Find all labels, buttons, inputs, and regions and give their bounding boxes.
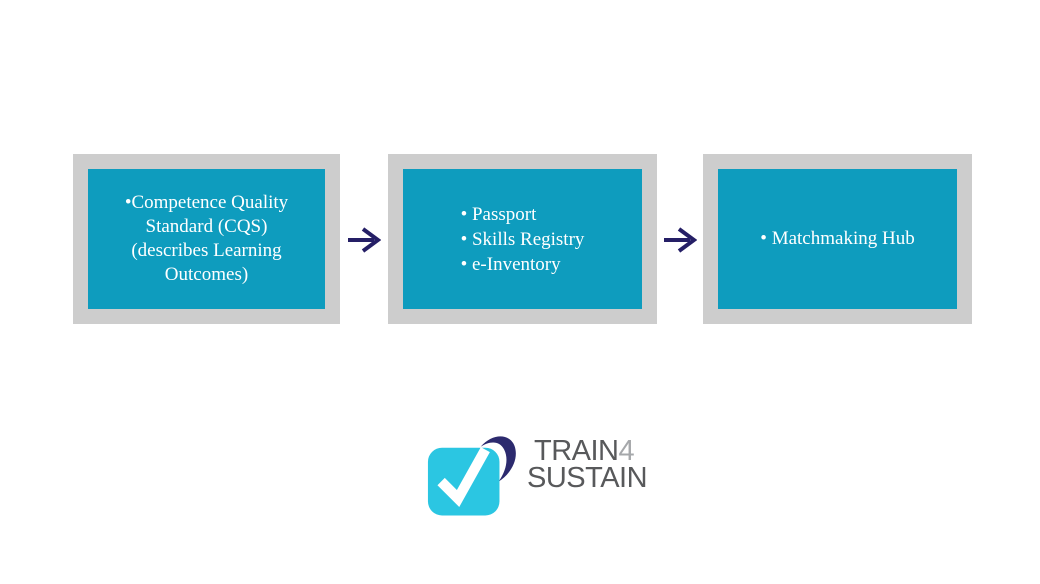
logo-digit-4: 4 xyxy=(618,435,635,467)
right-arrow-icon xyxy=(347,226,381,254)
list-item: • Matchmaking Hub xyxy=(760,228,915,249)
list-item: • e-Inventory xyxy=(460,253,561,275)
train4sustain-logo: TRAIN4 SUSTAIN xyxy=(427,431,648,519)
list-item: • Skills Registry xyxy=(460,228,585,250)
logo-wordmark: TRAIN4 SUSTAIN xyxy=(527,435,648,494)
right-arrow-icon xyxy=(663,226,697,254)
text-line: •Competence Quality xyxy=(124,192,289,213)
process-step-1-text: •Competence Quality Standard (CQS) (desc… xyxy=(125,191,288,287)
logo-line-train4: TRAIN4 xyxy=(534,435,635,467)
text-line: Outcomes) xyxy=(164,264,249,285)
process-step-1-box: •Competence Quality Standard (CQS) (desc… xyxy=(88,169,325,309)
list-item: • Passport xyxy=(460,203,537,225)
text-line: Standard (CQS) xyxy=(145,216,268,237)
process-step-3-frame: • Matchmaking Hub xyxy=(703,154,972,324)
process-step-2-box: • Passport • Skills Registry • e-Invento… xyxy=(403,169,642,309)
logo-line-sustain: SUSTAIN xyxy=(527,462,648,494)
process-step-2-frame: • Passport • Skills Registry • e-Invento… xyxy=(388,154,657,324)
process-step-2-text: • Passport • Skills Registry • e-Invento… xyxy=(461,202,585,277)
process-step-3-box: • Matchmaking Hub xyxy=(718,169,957,309)
checkmark-icon xyxy=(427,431,523,519)
process-step-3-text: • Matchmaking Hub xyxy=(760,227,914,251)
text-line: (describes Learning xyxy=(131,240,282,261)
process-step-1-frame: •Competence Quality Standard (CQS) (desc… xyxy=(73,154,340,324)
